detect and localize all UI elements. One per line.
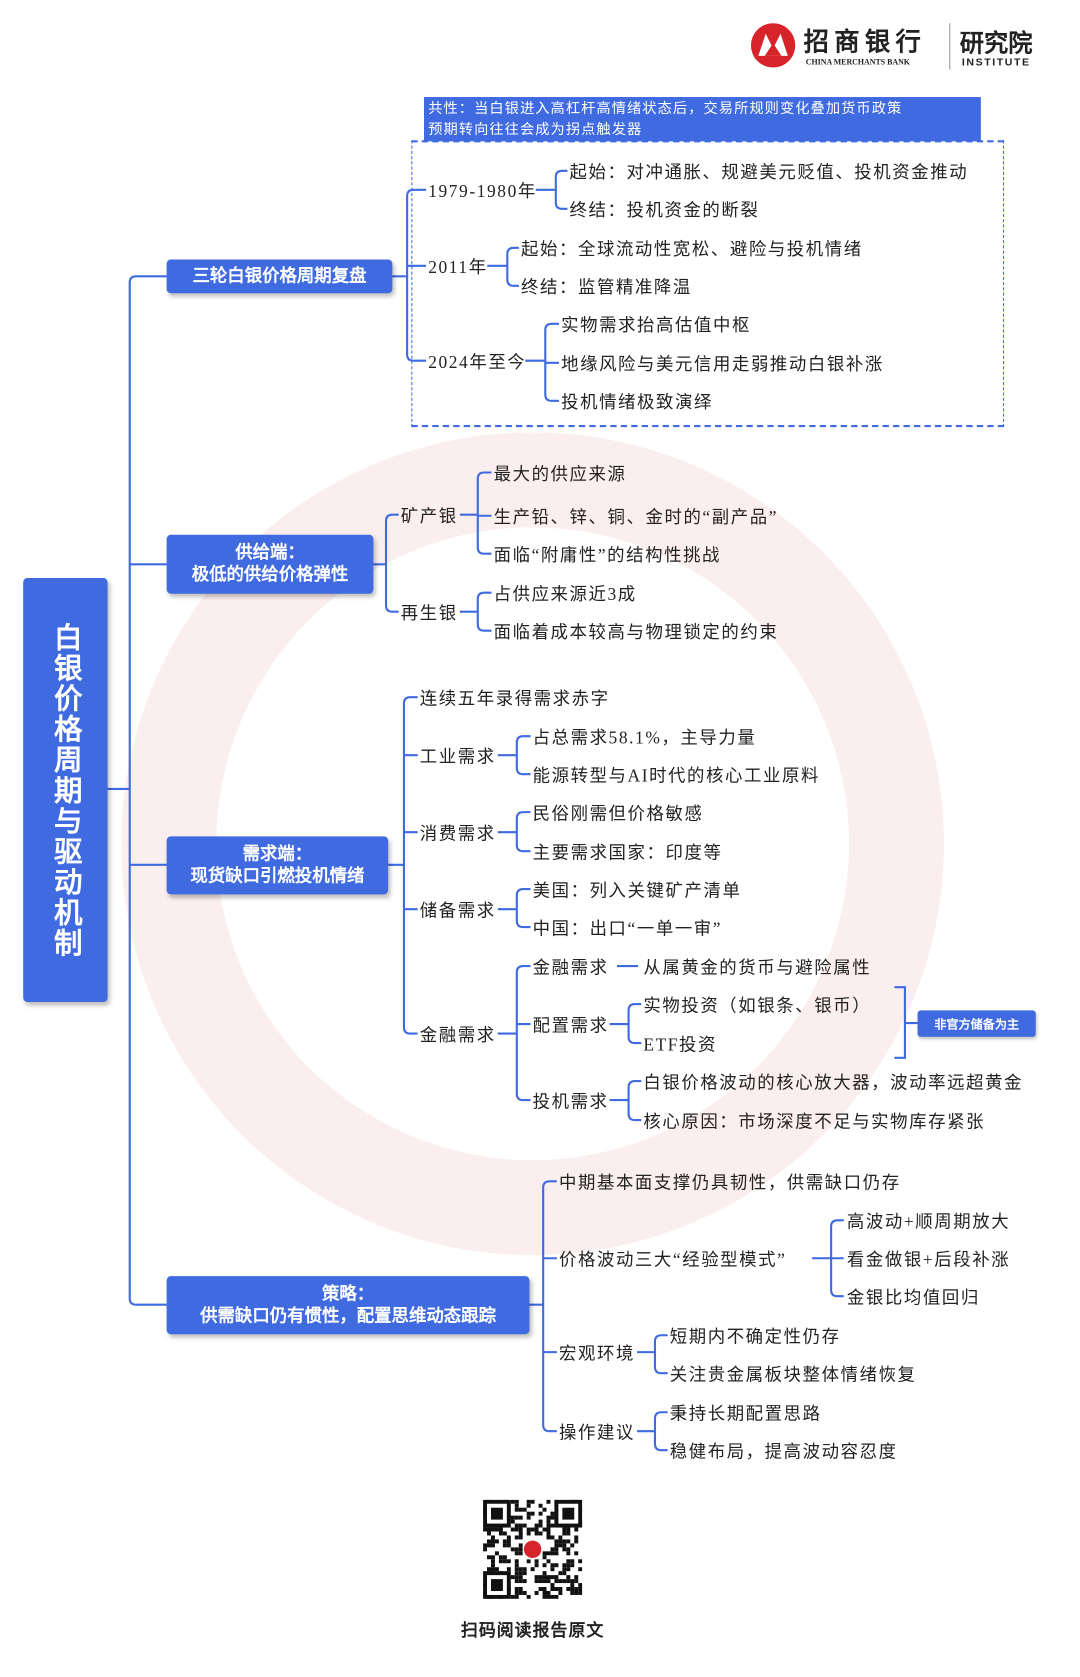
branch-price-cycles: 三轮白银价格周期复盘 bbox=[166, 259, 393, 294]
topic: 操作建议 bbox=[558, 1422, 635, 1443]
node-line: 供需缺口仍有惯性，配置思维动态跟踪 bbox=[200, 1306, 496, 1326]
leaf: 投机情绪极致演绎 bbox=[561, 392, 713, 413]
leaf: 能源转型与AI时代的核心工业原料 bbox=[532, 765, 820, 786]
node-line: 策略： bbox=[321, 1284, 375, 1304]
leaf: 实物投资（如银条、银币） bbox=[643, 995, 872, 1016]
subtopic: 金融需求 bbox=[532, 957, 609, 978]
institute-name-en: INSTITUTE bbox=[961, 56, 1031, 69]
leaf: 秉持长期配置思路 bbox=[669, 1403, 822, 1424]
leaf: 美国：列入关键矿产清单 bbox=[532, 880, 742, 901]
divider bbox=[949, 23, 951, 70]
institute-name: 研究院 bbox=[959, 30, 1033, 59]
leaf: 金银比均值回归 bbox=[846, 1287, 980, 1308]
node-line: 供给端： bbox=[235, 543, 305, 563]
subtopic: 投机需求 bbox=[532, 1091, 609, 1112]
topic: 2024年至今 bbox=[428, 352, 527, 373]
branch-strategy: 策略：供需缺口仍有惯性，配置思维动态跟踪 bbox=[166, 1276, 530, 1335]
leaf: 地缘风险与美元信用走弱推动白银补涨 bbox=[561, 354, 884, 375]
leaf: 实物需求抬高估值中枢 bbox=[561, 315, 751, 336]
leaf: 占供应来源近3成 bbox=[493, 584, 637, 605]
note-line: 共性：当白银进入高杠杆高情绪状态后，交易所规则变化叠加货币政策 bbox=[428, 100, 903, 117]
topic: 消费需求 bbox=[419, 823, 496, 844]
topic: 再生银 bbox=[400, 603, 458, 624]
topic: 1979-1980年 bbox=[428, 181, 537, 202]
connector-path bbox=[107, 169, 918, 1452]
topic: 连续五年录得需求赤字 bbox=[419, 688, 610, 709]
topic: 矿产银 bbox=[400, 506, 458, 527]
topic: 储备需求 bbox=[419, 900, 496, 921]
leaf: ETF投资 bbox=[643, 1034, 718, 1055]
node-line: 极低的供给价格弹性 bbox=[191, 565, 349, 585]
brand-name-en: CHINA MERCHANTS BANK bbox=[805, 56, 910, 67]
topic: 宏观环境 bbox=[558, 1343, 635, 1364]
node-line: 需求端： bbox=[242, 844, 313, 864]
leaf: 终结：监管精准降温 bbox=[521, 277, 692, 298]
topic: 中期基本面支撑仍具韧性，供需缺口仍存 bbox=[558, 1172, 901, 1193]
branch-supply: 供给端：极低的供给价格弹性 bbox=[166, 534, 374, 594]
node-line: 现货缺口引燃投机情绪 bbox=[190, 866, 365, 886]
leaf: 高波动+顺周期放大 bbox=[846, 1211, 1011, 1232]
leaf: 生产铅、锌、铜、金时的“副产品” bbox=[493, 507, 779, 528]
cmb-logo-icon bbox=[750, 23, 796, 68]
qr-caption: 扫码阅读报告原文 bbox=[460, 1622, 605, 1641]
leaf: 占总需求58.1%，主导力量 bbox=[532, 727, 757, 748]
leaf: 关注贵金属板块整体情绪恢复 bbox=[669, 1364, 917, 1385]
leaf: 从属黄金的货币与避险属性 bbox=[643, 957, 872, 978]
topic: 金融需求 bbox=[419, 1025, 496, 1046]
note-line: 预期转向往往会成为拐点触发器 bbox=[428, 121, 643, 138]
common-feature-note: 共性：当白银进入高杠杆高情绪状态后，交易所规则变化叠加货币政策预期转向往往会成为… bbox=[423, 97, 981, 142]
qr-code[interactable] bbox=[483, 1499, 583, 1599]
leaf: 白银价格波动的核心放大器，波动率远超黄金 bbox=[643, 1072, 1024, 1093]
topic: 2011年 bbox=[428, 257, 488, 278]
subtopic: 配置需求 bbox=[532, 1015, 609, 1036]
leaf: 起始：全球流动性宽松、避险与投机情绪 bbox=[521, 239, 863, 260]
leaf: 最大的供应来源 bbox=[493, 464, 627, 485]
leaf: 民俗刚需但价格敏感 bbox=[532, 803, 704, 824]
leaf: 面临“附庸性”的结构性挑战 bbox=[493, 545, 722, 566]
topic: 工业需求 bbox=[419, 746, 496, 767]
non-official-reserve-tag: 非官方储备为主 bbox=[917, 1010, 1036, 1037]
leaf: 中国：出口“一单一审” bbox=[532, 918, 723, 939]
branch-demand: 需求端：现货缺口引燃投机情绪 bbox=[166, 836, 389, 895]
leaf: 起始：对冲通胀、规避美元贬值、投机资金推动 bbox=[569, 162, 969, 183]
topic: 价格波动三大“经验型模式” bbox=[558, 1249, 787, 1270]
leaf: 面临着成本较高与物理锁定的约束 bbox=[493, 622, 779, 643]
cmb-logo: 招商银行 CHINA MERCHANTS BANK 研究院 INSTITUTE bbox=[749, 19, 1050, 72]
root-node: 白银价格周期与驱动机制 bbox=[23, 577, 108, 1002]
leaf: 主要需求国家：印度等 bbox=[532, 842, 723, 863]
leaf: 短期内不确定性仍存 bbox=[669, 1326, 841, 1347]
leaf: 看金做银+后段补涨 bbox=[846, 1249, 1011, 1270]
leaf: 稳健布局，提高波动容忍度 bbox=[669, 1441, 898, 1462]
leaf: 终结：投机资金的断裂 bbox=[569, 200, 760, 221]
leaf: 核心原因：市场深度不足与实物库存紧张 bbox=[643, 1111, 986, 1132]
brand-name: 招商银行 bbox=[803, 27, 927, 57]
